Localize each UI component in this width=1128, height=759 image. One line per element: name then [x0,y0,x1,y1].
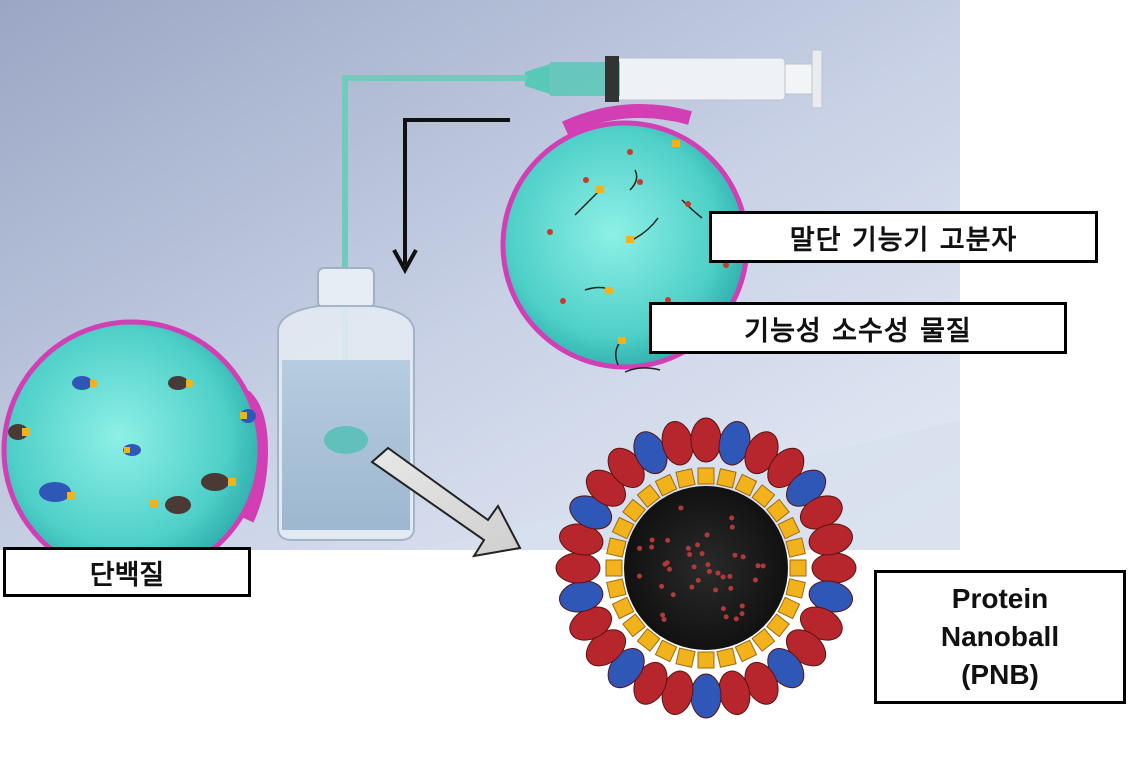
pnb-linker [786,538,805,557]
pnb-core-particle [721,606,726,611]
pnb-linker [735,640,756,661]
pnb-core-particle [755,563,760,568]
pnb-core-particle [730,525,735,530]
pnb-core-particle [659,584,664,589]
pnb-linker [698,468,714,484]
pnb-core-particle [724,614,729,619]
pnb-core-particle [667,567,672,572]
pnb-core-particle [753,577,758,582]
pnb-protein-spike [812,553,856,583]
pnb-core-particle [686,546,691,551]
pnb-core-particle [713,587,718,592]
label-hydrophobic-material: 기능성 소수성 물질 [649,302,1067,354]
pnb-protein-spike [691,418,721,462]
pnb-core-particle [740,611,745,616]
pnb-core-particle [692,564,697,569]
pnb-protein-spike [556,553,600,583]
pnb-core-particle [662,617,667,622]
pnb-core-particle [695,542,700,547]
pnb-linker [676,648,695,667]
pnb-linker [778,597,799,618]
pnb-core-particle [649,545,654,550]
pnb-core-particle [687,552,692,557]
pnb-core-particle [721,575,726,580]
pnb-linker [717,469,736,488]
pnb-core-particle [728,586,733,591]
pnb-linker [676,469,695,488]
pnb-core-particle [740,603,745,608]
pnb-core-particle [715,571,720,576]
pnb-linker [607,538,626,557]
label-pnb-line1: Protein [952,580,1048,618]
pnb-linker [655,640,676,661]
pnb-core-particle [662,562,667,567]
pnb-core-particle [707,569,712,574]
pnb-core-particle [705,562,710,567]
pnb-core-particle [732,553,737,558]
pnb-linker [607,579,626,598]
pnb-core-particle [637,546,642,551]
pnb-core-particle [678,505,683,510]
pnb-core-particle [734,616,739,621]
label-protein: 단백질 [3,547,251,597]
label-terminal-polymer: 말단 기능기 고분자 [709,211,1098,263]
pnb-core-particle [727,574,732,579]
pnb-core-particle [700,551,705,556]
label-protein-nanoball: Protein Nanoball (PNB) [874,570,1126,704]
pnb-linker [790,560,806,576]
pnb-linker [717,648,736,667]
pnb-core-particle [729,516,734,521]
pnb-core-particle [660,612,665,617]
pnb-linker [698,652,714,668]
pnb-linker [606,560,622,576]
pnb-linker [786,579,805,598]
pnb-core-particle [650,537,655,542]
pnb-core-particle [705,532,710,537]
pnb-core-particle [696,578,701,583]
pnb-core-particle [761,563,766,568]
pnb-protein-spike [691,674,721,718]
pnb-core-particle [671,592,676,597]
pnb-core-particle [741,554,746,559]
label-pnb-line2: Nanoball [941,618,1059,656]
pnb-linker [612,597,633,618]
pnb-core-particle [637,574,642,579]
pnb-core-particle [689,585,694,590]
pnb-core-particle [665,538,670,543]
label-pnb-line3: (PNB) [961,656,1039,694]
zoom-circle-protein [4,322,262,578]
